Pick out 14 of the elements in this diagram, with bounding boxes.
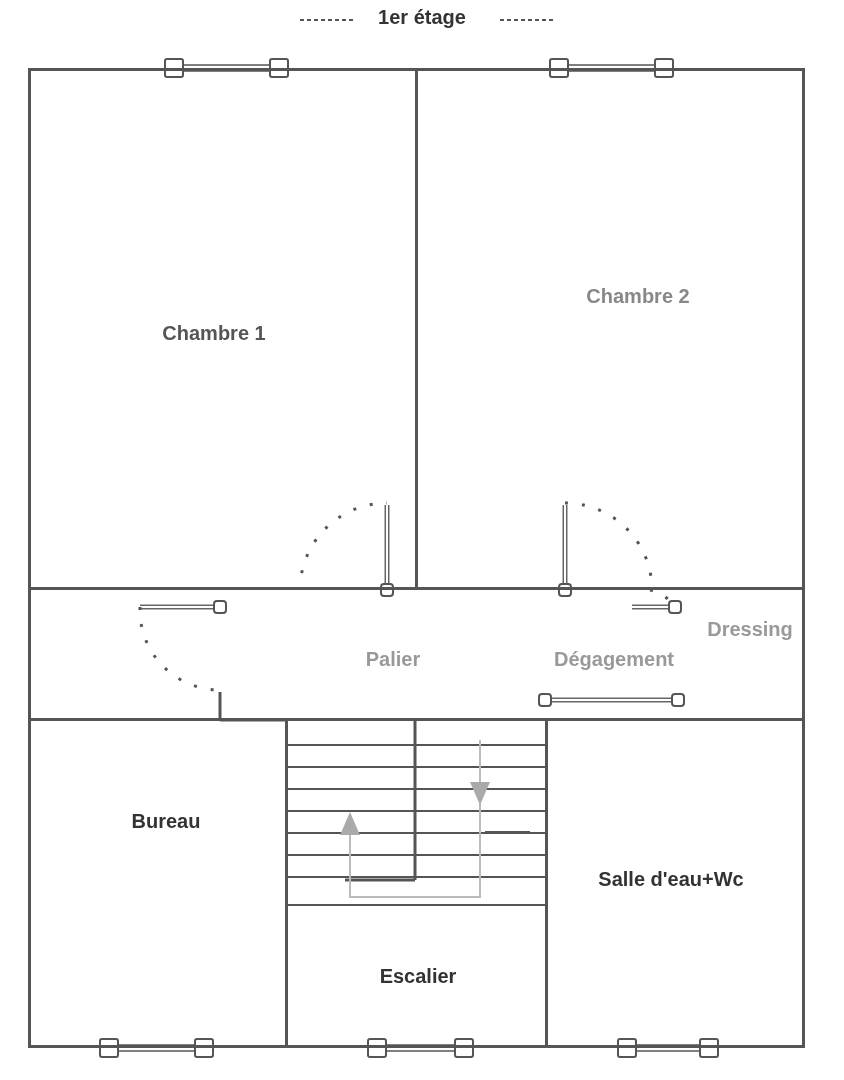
room (285, 718, 548, 1048)
room-name: Dégagement (554, 647, 674, 671)
room-name: Chambre 2 (586, 284, 690, 308)
room-name: Salle d'eau+Wc (598, 867, 744, 891)
room-name: Escalier (379, 964, 457, 988)
room (545, 718, 805, 1048)
room (415, 68, 805, 590)
room-name: Dressing (707, 617, 793, 641)
room-name: Chambre 1 (162, 321, 266, 345)
room-name: Palier (365, 647, 421, 671)
room (28, 718, 288, 1048)
plan-title: 1er étage (378, 6, 466, 28)
room-name: Bureau (131, 809, 201, 833)
room (28, 68, 418, 590)
